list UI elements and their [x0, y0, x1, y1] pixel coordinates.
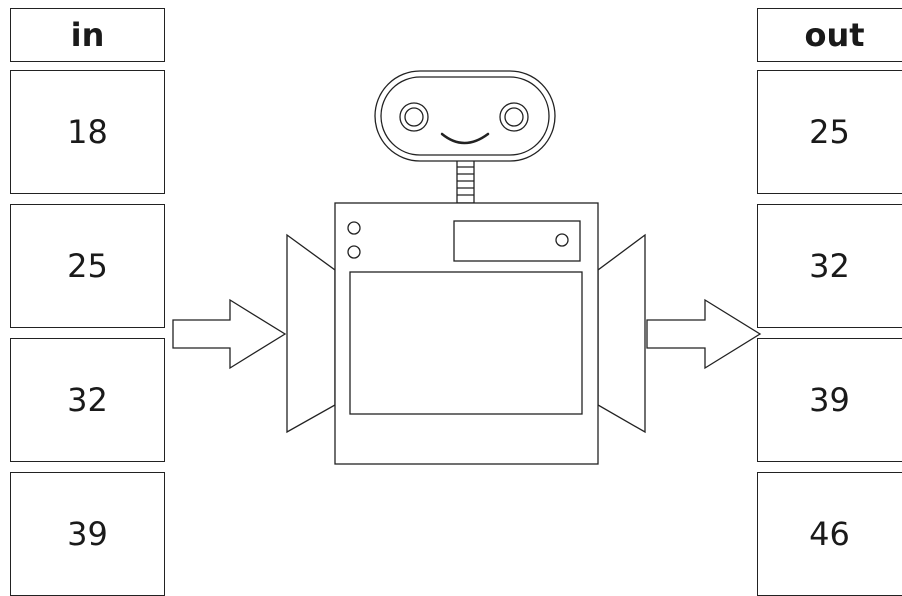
out-value-1: 25	[757, 70, 902, 194]
in-value-1: 18	[10, 70, 165, 194]
in-value-4: 39	[10, 472, 165, 596]
right-funnel	[597, 233, 646, 434]
out-value-3: 39	[757, 338, 902, 462]
robot-screen	[349, 271, 583, 415]
out-value-2: 32	[757, 204, 902, 328]
in-value-2: 25	[10, 204, 165, 328]
indicator-light-1	[347, 221, 361, 235]
out-column-header: out	[757, 8, 902, 62]
right-eye-inner	[504, 107, 524, 127]
in-value-3: 32	[10, 338, 165, 462]
display-knob	[555, 233, 569, 247]
indicator-light-2	[347, 245, 361, 259]
left-eye-inner	[404, 107, 424, 127]
robot-head-inner	[380, 76, 550, 156]
input-arrow	[172, 298, 287, 370]
left-funnel	[286, 233, 336, 434]
output-arrow	[646, 298, 762, 370]
robot-smile	[440, 132, 490, 145]
in-column-header: in	[10, 8, 165, 62]
